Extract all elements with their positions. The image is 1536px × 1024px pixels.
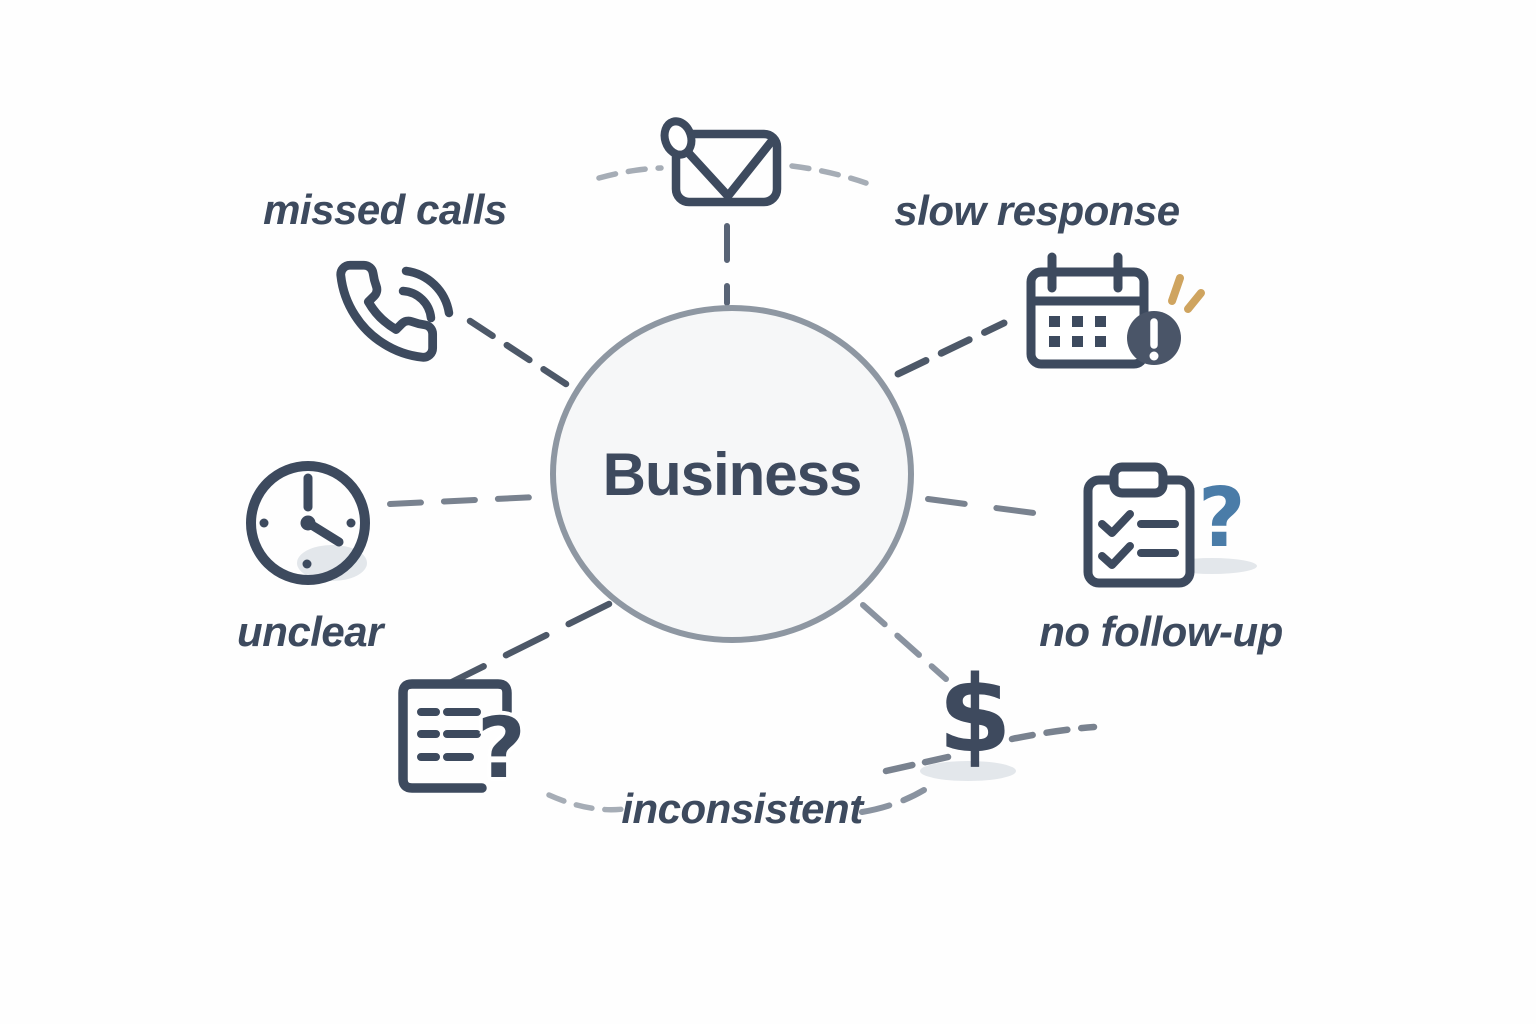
label-inconsistent: inconsistent [621, 785, 863, 832]
clipboard-checklist-icon [1083, 462, 1195, 588]
dollar-shadow [920, 761, 1016, 781]
clock-6-dot [302, 559, 312, 569]
label-unclear: unclear [237, 608, 383, 655]
handset-outline [336, 260, 438, 362]
business-hub-circle: Business [550, 305, 914, 643]
check-mark-1 [1098, 510, 1134, 537]
connector-clock-circle [387, 494, 541, 507]
check-mark-2 [1098, 542, 1134, 569]
clipboard-question-icon: ? [1198, 471, 1246, 566]
clipboard-clip [1109, 462, 1168, 498]
gold-spark-left [1168, 274, 1184, 305]
envelope-flap [679, 137, 776, 201]
sound-wave-inner [398, 286, 436, 323]
notification-dot-icon [660, 117, 696, 159]
clock-face [246, 461, 370, 585]
clock-shadow [297, 545, 367, 581]
document-list-icon [398, 679, 512, 793]
connectors [387, 163, 1098, 815]
clock-hand [305, 519, 344, 547]
connector-calendar-circle [894, 319, 1008, 378]
calendar-date-dots [1049, 316, 1106, 347]
phone-handset-icon [336, 260, 454, 362]
dollar-icon: $ [938, 653, 1012, 776]
document-question-icon: ? [477, 699, 526, 797]
clock-9-dot [259, 518, 269, 528]
envelope-notification-icon [660, 117, 782, 207]
connector-phone-circle [466, 317, 570, 388]
connector-dollar-circle [860, 602, 949, 682]
alert-exclamation-dot [1149, 351, 1159, 361]
connector-document-circle [448, 600, 613, 686]
connector-clipboard-circle [925, 496, 1067, 520]
label-missed-calls: missed calls [263, 186, 507, 233]
connector-arc-envelope-right [789, 163, 869, 186]
connector-arc-envelope-left [596, 165, 664, 181]
connector-arc-inconsistent-left [546, 792, 627, 813]
hub-label: Business [602, 440, 863, 508]
clock-icon [246, 461, 370, 585]
sound-wave-outer [401, 266, 454, 318]
clock-3-dot [346, 518, 356, 528]
document-outline [398, 679, 512, 793]
clock-center-dot [300, 515, 316, 531]
envelope-body [671, 129, 782, 207]
connector-dollar-left [882, 753, 952, 775]
connector-arc-inconsistent-right [859, 787, 927, 815]
label-slow-response: slow response [894, 187, 1180, 234]
gold-spark-right [1184, 289, 1205, 313]
label-no-follow-up: no follow-up [1039, 608, 1283, 655]
connector-dollar-right [1008, 723, 1098, 743]
calendar-alert-icon [1026, 252, 1205, 369]
